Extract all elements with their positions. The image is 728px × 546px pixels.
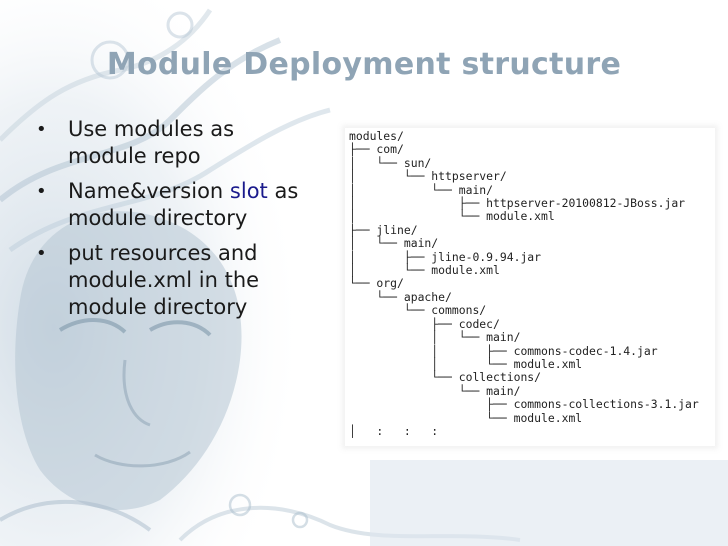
tree-line: ├── com/ <box>349 142 404 157</box>
bullet-text-line: module directory <box>68 206 248 230</box>
tree-line: │ └── main/ <box>349 182 494 197</box>
slide-title: Module Deployment structure <box>106 47 622 82</box>
bullet-icon: • <box>36 243 47 264</box>
bullet-item: • put resources and module.xml in the mo… <box>36 240 346 321</box>
tree-line: ├── commons-collections-3.1.jar <box>349 397 699 412</box>
tree-line: └── collections/ <box>349 370 542 385</box>
tree-line: │ └── sun/ <box>349 155 432 170</box>
tree-line: └── apache/ <box>349 289 452 304</box>
bullet-icon: • <box>36 119 47 140</box>
bullet-text-line: module.xml in the <box>68 268 260 292</box>
bullet-item: • Name&version slot as module directory <box>36 178 346 232</box>
directory-tree: modules/ ├── com/ │ └── sun/ │ └── https… <box>349 129 699 438</box>
tree-line: │ ├── jline-0.9.94.jar <box>349 249 542 264</box>
bullet-text-line: module directory <box>68 295 248 319</box>
tree-line: ├── codec/ <box>349 316 500 331</box>
tree-line: │ └── httpserver/ <box>349 169 507 184</box>
tree-line: └── org/ <box>349 276 404 291</box>
bullet-list: • Use modules as module repo • Name&vers… <box>36 116 346 329</box>
bullet-text-line: put resources and <box>68 241 258 265</box>
tree-line: │ ├── httpserver-20100812-JBoss.jar <box>349 196 686 211</box>
directory-tree-image: modules/ ├── com/ │ └── sun/ │ └── https… <box>345 128 715 446</box>
tree-line: └── module.xml <box>349 410 583 425</box>
bullet-text-line: Use modules as <box>68 117 235 141</box>
bullet-text: Name&version <box>68 179 230 203</box>
tree-line: ├── jline/ <box>349 222 418 237</box>
tree-line: │ : : : <box>349 423 439 438</box>
slot-keyword: slot <box>229 179 268 203</box>
bullet-text: as <box>267 179 299 203</box>
bullet-text-line: module repo <box>68 144 201 168</box>
tree-line: modules/ <box>349 129 404 143</box>
tree-line: │ ├── commons-codec-1.4.jar <box>349 343 658 358</box>
tree-line: └── main/ <box>349 383 521 398</box>
tree-line: │ └── module.xml <box>349 263 500 278</box>
tree-line: │ └── module.xml <box>349 356 583 371</box>
bullet-item: • Use modules as module repo <box>36 116 346 170</box>
tree-line: │ └── main/ <box>349 236 439 251</box>
bullet-icon: • <box>36 181 47 202</box>
tree-line: └── commons/ <box>349 303 487 318</box>
tree-line: │ └── main/ <box>349 330 521 345</box>
tree-line: │ └── module.xml <box>349 209 555 224</box>
